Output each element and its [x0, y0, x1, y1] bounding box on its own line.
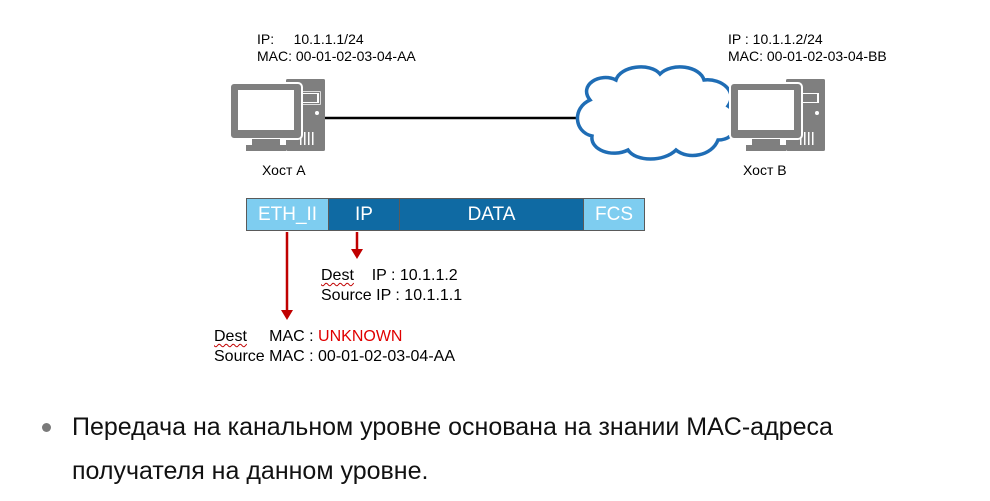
host-a-ip-label: IP:: [257, 31, 275, 47]
mac-dest-word: Dest: [214, 328, 247, 345]
frame-segment-ip: IP: [329, 199, 400, 230]
host-a-ip: IP: 10.1.1.1/24: [257, 31, 364, 48]
bullet-line-2: получателя на данном уровне.: [72, 457, 429, 485]
eth-arrow-icon: [281, 232, 293, 320]
ip-arrow-icon: [351, 232, 363, 259]
ip-dest: Dest IP : 10.1.1.2: [321, 266, 458, 286]
host-a-mac: MAC: 00-01-02-03-04-AA: [257, 48, 416, 65]
host-b-computer-icon: [729, 79, 825, 151]
frame-segment-data: DATA: [400, 199, 584, 230]
host-b-name: Хост B: [743, 162, 787, 178]
bullet-line-1: Передача на канальном уровне основана на…: [72, 413, 833, 441]
host-a-mac-label: MAC:: [257, 48, 292, 64]
frame-segment-eth: ETH_II: [247, 199, 329, 230]
ip-source: Source IP : 10.1.1.1: [321, 287, 463, 304]
host-a-mac-value: 00-01-02-03-04-AA: [295, 48, 416, 64]
host-a-computer-icon: [229, 79, 325, 151]
mac-dest-label: MAC :: [269, 328, 319, 345]
frame-segment-fcs: FCS: [584, 199, 644, 230]
bullet-icon: [42, 423, 51, 432]
host-b-mac: MAC: 00-01-02-03-04-BB: [728, 48, 887, 65]
ethernet-frame: ETH_II IP DATA FCS: [246, 198, 645, 231]
arrows: [281, 232, 363, 320]
network-diagram: [229, 65, 825, 161]
host-b-ip-value: 10.1.1.2/24: [752, 31, 823, 47]
host-b-ip: IP : 10.1.1.2/24: [728, 31, 823, 48]
mac-dest-value: UNKNOWN: [318, 328, 403, 345]
ip-dest-word: Dest: [321, 267, 354, 284]
host-a-name: Хост A: [262, 162, 306, 178]
ip-dest-value: IP : 10.1.1.2: [371, 267, 458, 284]
mac-dest: Dest MAC : UNKNOWN: [214, 327, 402, 347]
host-a-ip-value: 10.1.1.1/24: [293, 31, 364, 47]
host-b-mac-label: MAC:: [728, 48, 763, 64]
host-b-ip-label: IP :: [728, 31, 749, 47]
host-b-mac-value: 00-01-02-03-04-BB: [766, 48, 887, 64]
mac-source: Source MAC : 00-01-02-03-04-AA: [214, 348, 455, 365]
